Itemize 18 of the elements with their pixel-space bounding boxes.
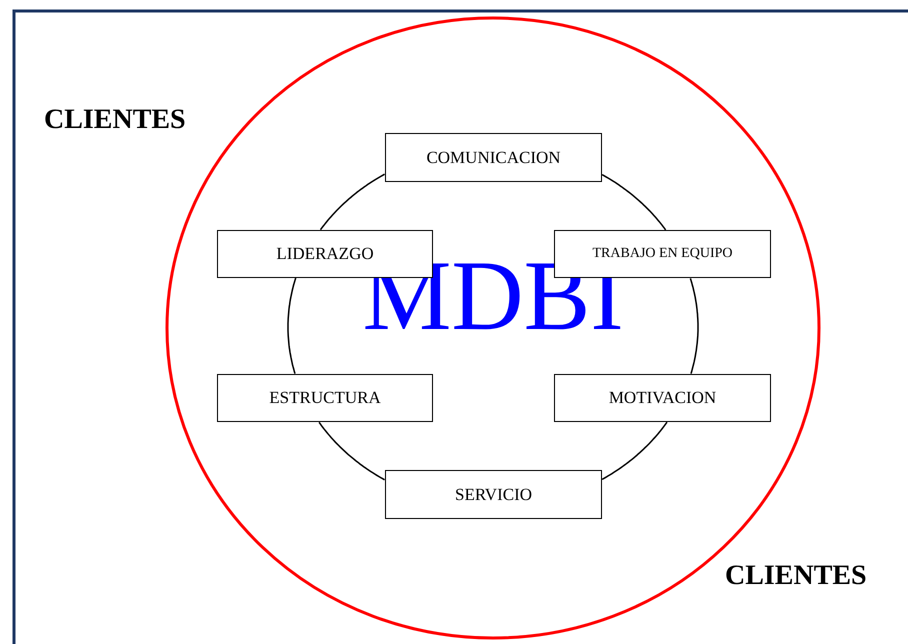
box-label: ESTRUCTURA bbox=[269, 388, 381, 408]
concept-box bbox=[217, 374, 433, 422]
box-label: LIDERAZGO bbox=[276, 244, 374, 264]
box-label: TRABAJO EN EQUIPO bbox=[592, 246, 732, 262]
box-label: COMUNICACION bbox=[426, 148, 561, 168]
ring-arc bbox=[318, 422, 385, 480]
ring-arc bbox=[690, 278, 699, 374]
ring-arc bbox=[320, 174, 385, 230]
box-label: SERVICIO bbox=[454, 484, 532, 504]
side-label: CLIENTES bbox=[44, 104, 186, 136]
concept-box bbox=[385, 133, 602, 182]
concept-box bbox=[385, 470, 602, 519]
concept-box bbox=[554, 374, 771, 422]
side-label: CLIENTES bbox=[725, 560, 867, 592]
ring-arc bbox=[287, 278, 296, 374]
ring-arc bbox=[602, 174, 666, 230]
ring-arc bbox=[602, 422, 668, 480]
box-label: MOTIVACION bbox=[608, 388, 716, 408]
